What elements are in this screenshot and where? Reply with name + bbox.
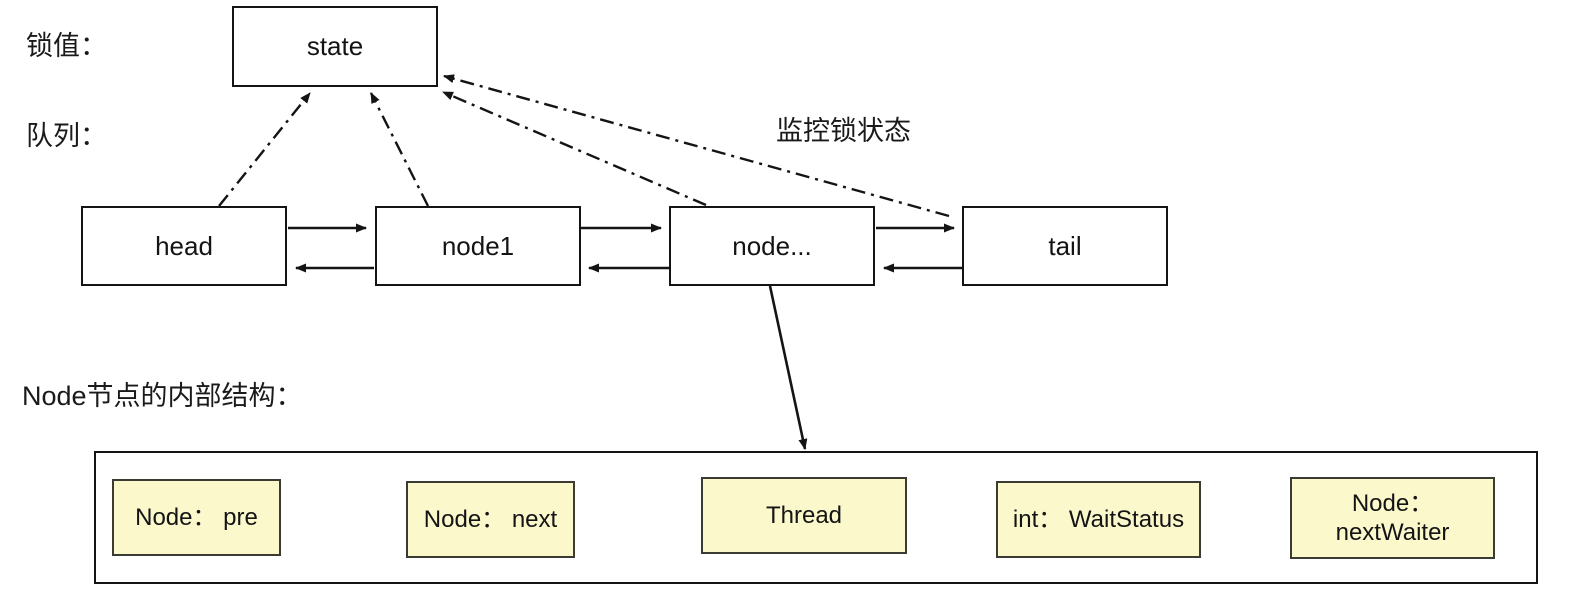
node-field-nextwaiter-label-line1: Node： [1351, 489, 1434, 517]
annotation-monitor-lock-state: 监控锁状态 [776, 116, 911, 146]
state-box[interactable]: state [232, 6, 438, 87]
queue-node-node1-label: node1 [441, 230, 515, 261]
queue-node-node-ellipsis-label: node... [732, 230, 812, 261]
node-field-pre[interactable]: Node： pre [112, 479, 281, 556]
queue-node-tail-label: tail [1048, 230, 1082, 261]
node-field-nextwaiter-label-line2: nextWaiter [1335, 519, 1450, 546]
label-node-structure: Node节点的内部结构： [22, 381, 303, 411]
label-queue: 队列： [26, 121, 107, 151]
queue-node-tail[interactable]: tail [962, 206, 1168, 286]
queue-node-node1[interactable]: node1 [375, 206, 581, 286]
node-field-waitstatus-label: int： WaitStatus [1012, 505, 1185, 533]
edge-node1-to-state [369, 92, 430, 207]
queue-node-node-ellipsis[interactable]: node... [669, 206, 875, 286]
edge-node-to-structure [768, 285, 808, 450]
edge-head-to-state [218, 92, 311, 207]
node-field-nextwaiter[interactable]: Node： nextWaiter [1290, 477, 1495, 559]
edge-node-to-state [442, 90, 707, 207]
node-field-thread[interactable]: Thread [701, 477, 907, 554]
queue-node-head[interactable]: head [81, 206, 287, 286]
node-field-waitstatus[interactable]: int： WaitStatus [996, 481, 1201, 558]
label-lock-value: 锁值： [26, 31, 107, 61]
node-field-next[interactable]: Node： next [406, 481, 575, 558]
queue-node-head-label: head [155, 230, 213, 261]
node-field-next-label: Node： next [423, 505, 558, 533]
node-field-pre-label: Node： pre [135, 503, 258, 531]
state-box-label: state [306, 31, 364, 61]
node-field-thread-label: Thread [765, 501, 843, 529]
